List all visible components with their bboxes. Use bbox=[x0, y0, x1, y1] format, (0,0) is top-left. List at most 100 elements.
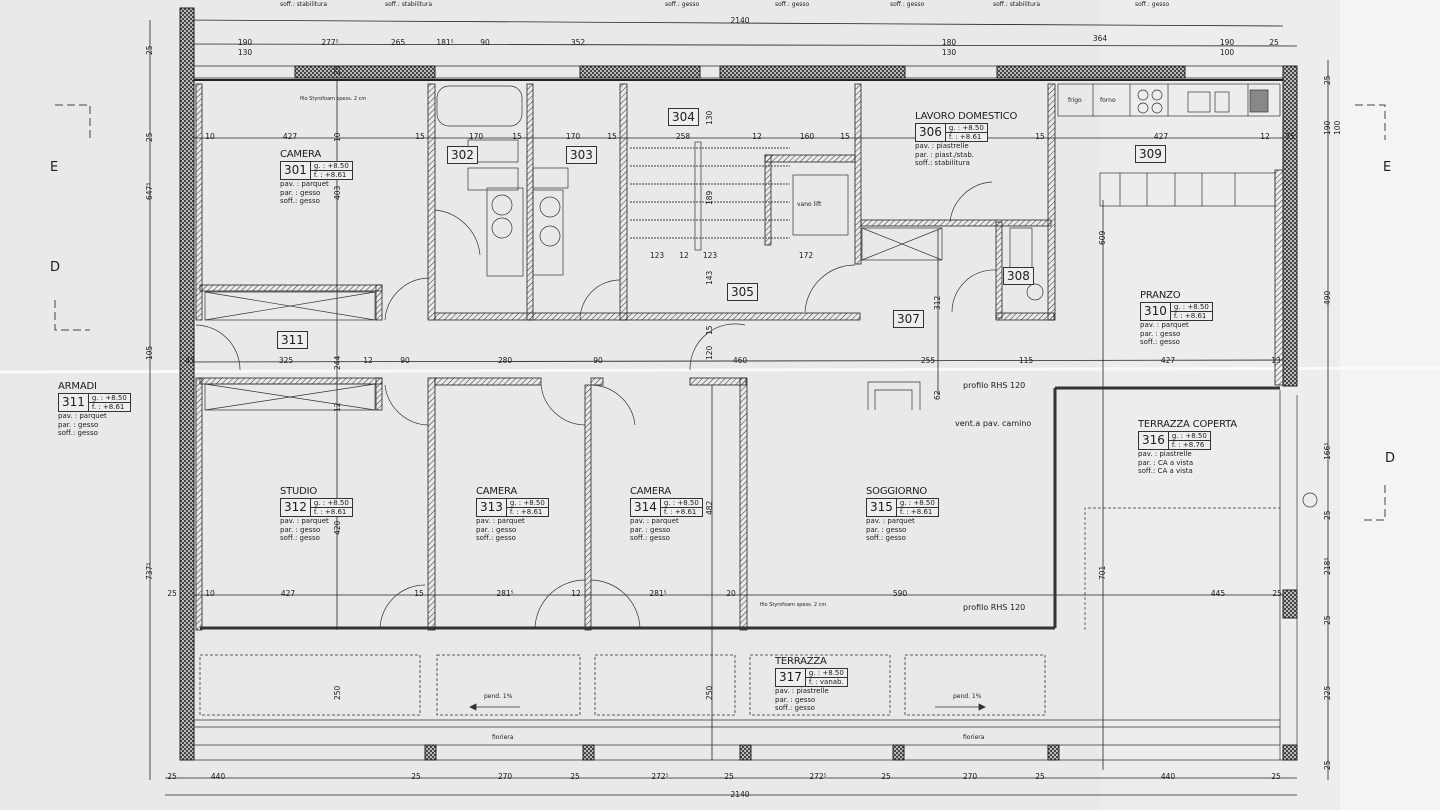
room-label: CAMERA314g. : +8.50f. : +8.61pav. : parq… bbox=[630, 486, 703, 543]
dimension-label: 170 bbox=[566, 132, 580, 141]
dimension-label-vertical: 25 bbox=[145, 45, 154, 55]
dimension-label: 123 bbox=[703, 251, 717, 260]
dimension-label: 25 bbox=[1271, 772, 1281, 781]
note-oven: forno bbox=[1100, 96, 1116, 105]
room-number: 302 bbox=[447, 146, 478, 164]
dimension-label: 25 bbox=[570, 772, 580, 781]
top-partial-text: soff.: stabilitura bbox=[993, 0, 1040, 9]
dimension-label-vertical: 120 bbox=[705, 346, 714, 360]
dimension-label: 25 bbox=[411, 772, 421, 781]
dimension-label: 12 bbox=[752, 132, 762, 141]
dimension-label: 100 bbox=[1220, 48, 1234, 57]
dimension-label: 12 bbox=[363, 356, 373, 365]
note-planter: fioriera bbox=[963, 733, 984, 742]
dimension-label-vertical: 25 bbox=[1323, 75, 1332, 85]
dimension-label: 277⁵ bbox=[321, 38, 338, 47]
dimension-label: 427 bbox=[1154, 132, 1168, 141]
dimension-label: 43 bbox=[185, 356, 195, 365]
dimension-label: 25 bbox=[1269, 38, 1279, 47]
room-number: 305 bbox=[727, 283, 758, 301]
dimension-label: 590 bbox=[893, 589, 907, 598]
dimension-label: 15 bbox=[512, 132, 522, 141]
dimension-label-vertical: 420 bbox=[333, 521, 342, 535]
dimension-label: 445 bbox=[1211, 589, 1225, 598]
room-label: TERRAZZA317g. : +8.50f. : vanab.pav. : p… bbox=[775, 656, 848, 713]
room-label: PRANZO310g. : +8.50f. : +8.61pav. : parq… bbox=[1140, 290, 1213, 347]
room-label: ARMADI311g. : +8.50f. : +8.61pav. : parq… bbox=[58, 381, 131, 438]
room-number: 308 bbox=[1003, 267, 1034, 285]
dimension-label: 12 bbox=[571, 589, 581, 598]
top-partial-text: soff.: gesso bbox=[1135, 0, 1169, 9]
dimension-label: 90 bbox=[593, 356, 603, 365]
note-styrofoam: filo Styrofoam spess. 2 cm bbox=[760, 601, 826, 610]
dimension-label: 170 bbox=[469, 132, 483, 141]
dimension-label-vertical: 225 bbox=[1323, 686, 1332, 700]
dim-total-top: 2140 bbox=[730, 16, 749, 25]
dimension-label-vertical: 25 bbox=[1323, 615, 1332, 625]
dimension-label-vertical: 312 bbox=[933, 296, 942, 310]
dimension-label: 15 bbox=[1035, 132, 1045, 141]
dimension-label-vertical: 482 bbox=[705, 501, 714, 515]
note-styrofoam: filo Styrofoam spess. 2 cm bbox=[300, 95, 366, 104]
dimension-label: 13 bbox=[1271, 356, 1281, 365]
dimension-label-vertical: 189 bbox=[705, 191, 714, 205]
dimension-label: 281⁵ bbox=[496, 589, 513, 598]
dimension-label: 25 bbox=[1035, 772, 1045, 781]
dimension-label: 25 bbox=[881, 772, 891, 781]
dimension-label: 20 bbox=[726, 589, 736, 598]
dimension-label: 160 bbox=[800, 132, 814, 141]
dimension-label: 427 bbox=[1161, 356, 1175, 365]
dimension-label-vertical: 62 bbox=[933, 390, 942, 400]
dimension-label: 427 bbox=[283, 132, 297, 141]
dimension-label: 15 bbox=[607, 132, 617, 141]
dimension-label-vertical: 130 bbox=[705, 111, 714, 125]
dimension-label: 180 bbox=[942, 38, 956, 47]
dimension-label: 90 bbox=[400, 356, 410, 365]
dimension-label: 130 bbox=[942, 48, 956, 57]
dimension-label: 15 bbox=[840, 132, 850, 141]
dimension-label: 181⁵ bbox=[436, 38, 453, 47]
dimension-label-vertical: 403 bbox=[333, 186, 342, 200]
dimension-label: 15 bbox=[414, 589, 424, 598]
top-partial-text: soff.: gesso bbox=[775, 0, 809, 9]
dimension-label: 172 bbox=[799, 251, 813, 260]
top-partial-text: soff.: stabilitura bbox=[385, 0, 432, 9]
room-number: 307 bbox=[893, 310, 924, 328]
room-label: TERRAZZA COPERTA316g. : +8.50f. : +8.76p… bbox=[1138, 419, 1237, 476]
dimension-label: 25 bbox=[167, 772, 177, 781]
section-mark-d: D bbox=[50, 260, 60, 275]
dimension-label-vertical: 190 bbox=[1323, 121, 1332, 135]
dimension-label: 25 bbox=[724, 772, 734, 781]
dimension-label: 258 bbox=[676, 132, 690, 141]
note-planter: fioriera bbox=[492, 733, 513, 742]
room-label: SOGGIORNO315g. : +8.50f. : +8.61pav. : p… bbox=[866, 486, 939, 543]
dimension-label-vertical: 218⁵ bbox=[1323, 558, 1332, 575]
dimension-label: 123 bbox=[650, 251, 664, 260]
dimension-label-vertical: 25 bbox=[1323, 510, 1332, 520]
dimension-label: 10 bbox=[205, 132, 215, 141]
dimension-label: 352 bbox=[571, 38, 585, 47]
room-label: CAMERA313g. : +8.50f. : +8.61pav. : parq… bbox=[476, 486, 549, 543]
dimension-label-vertical: 701 bbox=[1098, 566, 1107, 580]
section-mark-e: E bbox=[1383, 160, 1391, 175]
dimension-label: 272⁵ bbox=[651, 772, 668, 781]
section-mark-e: E bbox=[50, 160, 58, 175]
top-partial-text: soff.: gesso bbox=[890, 0, 924, 9]
note-slope: pend. 1% bbox=[484, 692, 512, 701]
dimension-label-vertical: 15 bbox=[705, 325, 714, 335]
dimension-label: 440 bbox=[211, 772, 225, 781]
dimension-label: 25 bbox=[1272, 589, 1282, 598]
dimension-label: 272⁵ bbox=[809, 772, 826, 781]
dimension-label-vertical: 105 bbox=[145, 346, 154, 360]
left-outer-wall bbox=[180, 8, 194, 760]
right-outer-wall bbox=[1283, 66, 1297, 386]
dimension-label: 25 bbox=[1285, 132, 1295, 141]
dimension-label-vertical: 250 bbox=[705, 686, 714, 700]
dimension-label: 90 bbox=[480, 38, 490, 47]
dimension-label-vertical: 609 bbox=[1098, 231, 1107, 245]
dimension-label: 325 bbox=[279, 356, 293, 365]
dimension-label-vertical: 12 bbox=[333, 402, 342, 412]
dimension-label-vertical: 737⁵ bbox=[145, 563, 154, 580]
top-partial-text: soff.: stabilitura bbox=[280, 0, 327, 9]
